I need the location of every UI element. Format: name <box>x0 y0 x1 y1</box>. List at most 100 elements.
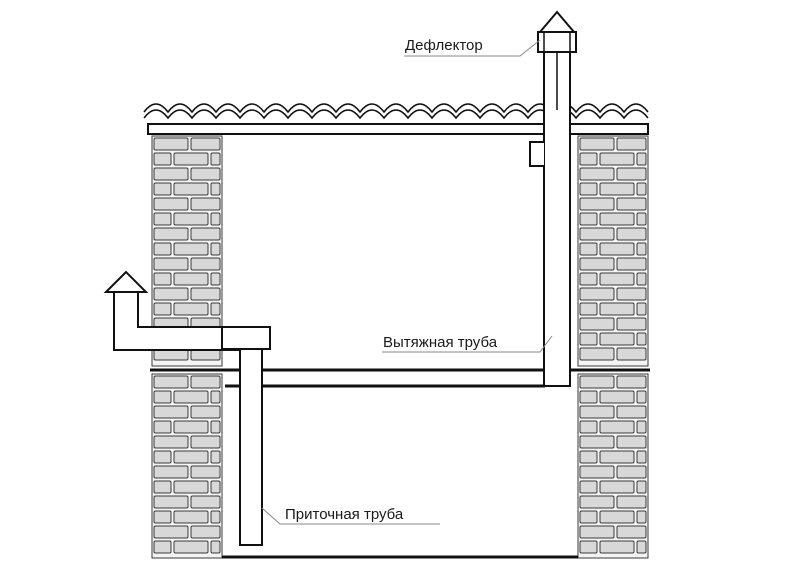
brick <box>636 302 647 316</box>
brick <box>173 302 209 316</box>
brick <box>616 137 647 151</box>
brick <box>210 390 221 404</box>
brick <box>579 242 598 256</box>
brick <box>579 182 598 196</box>
brick <box>616 375 647 389</box>
brick <box>173 480 209 494</box>
brick <box>190 257 221 271</box>
brick <box>153 212 172 226</box>
brick <box>599 212 635 226</box>
brick <box>636 420 647 434</box>
brick <box>190 465 221 479</box>
brick <box>636 152 647 166</box>
brick <box>153 272 172 286</box>
brick <box>190 375 221 389</box>
brick <box>210 302 221 316</box>
brick <box>579 495 615 509</box>
brick <box>153 480 172 494</box>
brick <box>579 405 615 419</box>
brick <box>616 257 647 271</box>
brick <box>173 152 209 166</box>
brick <box>173 272 209 286</box>
brick <box>616 347 647 361</box>
deflector-label: Дефлектор <box>405 37 483 54</box>
exhaust-pipe-label: Вытяжная труба <box>383 334 498 351</box>
roof-wave <box>143 103 649 114</box>
brick <box>616 405 647 419</box>
brick <box>173 242 209 256</box>
brick <box>579 450 598 464</box>
brick <box>599 510 635 524</box>
brick <box>599 182 635 196</box>
right-wall-lower <box>577 373 649 559</box>
brick <box>210 480 221 494</box>
brick <box>579 272 598 286</box>
brick <box>153 257 189 271</box>
brick <box>153 287 189 301</box>
brick <box>190 197 221 211</box>
brick <box>636 480 647 494</box>
brick <box>636 540 647 554</box>
brick <box>153 167 189 181</box>
brick <box>173 212 209 226</box>
brick <box>153 137 189 151</box>
brick <box>153 242 172 256</box>
brick <box>616 525 647 539</box>
brick <box>210 420 221 434</box>
brick <box>616 495 647 509</box>
brick <box>579 480 598 494</box>
brick <box>153 495 189 509</box>
brick <box>579 390 598 404</box>
brick <box>636 510 647 524</box>
brick <box>579 347 615 361</box>
brick <box>599 302 635 316</box>
ceiling-slab <box>147 123 649 135</box>
brick <box>153 182 172 196</box>
brick <box>599 242 635 256</box>
exhaust-pipe-leader <box>382 335 553 353</box>
brick <box>616 435 647 449</box>
brick <box>173 390 209 404</box>
brick <box>153 525 189 539</box>
left-wall-upper <box>151 135 223 367</box>
brick <box>636 242 647 256</box>
brick <box>210 450 221 464</box>
brick <box>616 317 647 331</box>
brick <box>579 197 615 211</box>
brick <box>579 420 598 434</box>
brick <box>616 465 647 479</box>
brick <box>210 182 221 196</box>
supply-pipe-body <box>113 291 263 546</box>
brick <box>210 272 221 286</box>
brick <box>636 450 647 464</box>
brick <box>636 332 647 346</box>
brick <box>599 390 635 404</box>
deflector-icon <box>537 10 577 53</box>
brick <box>210 540 221 554</box>
brick <box>616 197 647 211</box>
brick <box>636 390 647 404</box>
brick <box>153 540 172 554</box>
exhaust-pipe <box>529 51 571 387</box>
brick <box>616 287 647 301</box>
brick <box>210 510 221 524</box>
brick <box>153 302 172 316</box>
supply-pipe <box>103 270 271 546</box>
brick <box>579 302 598 316</box>
brick <box>153 152 172 166</box>
brick <box>579 465 615 479</box>
brick <box>190 525 221 539</box>
brick <box>210 242 221 256</box>
brick <box>579 287 615 301</box>
left-wall-lower <box>151 373 223 559</box>
brick <box>599 152 635 166</box>
brick <box>579 227 615 241</box>
roof-wave-lower <box>143 109 649 120</box>
brick <box>616 167 647 181</box>
brick <box>153 510 172 524</box>
brick <box>153 197 189 211</box>
brick <box>579 540 598 554</box>
brick <box>153 390 172 404</box>
brick <box>579 510 598 524</box>
